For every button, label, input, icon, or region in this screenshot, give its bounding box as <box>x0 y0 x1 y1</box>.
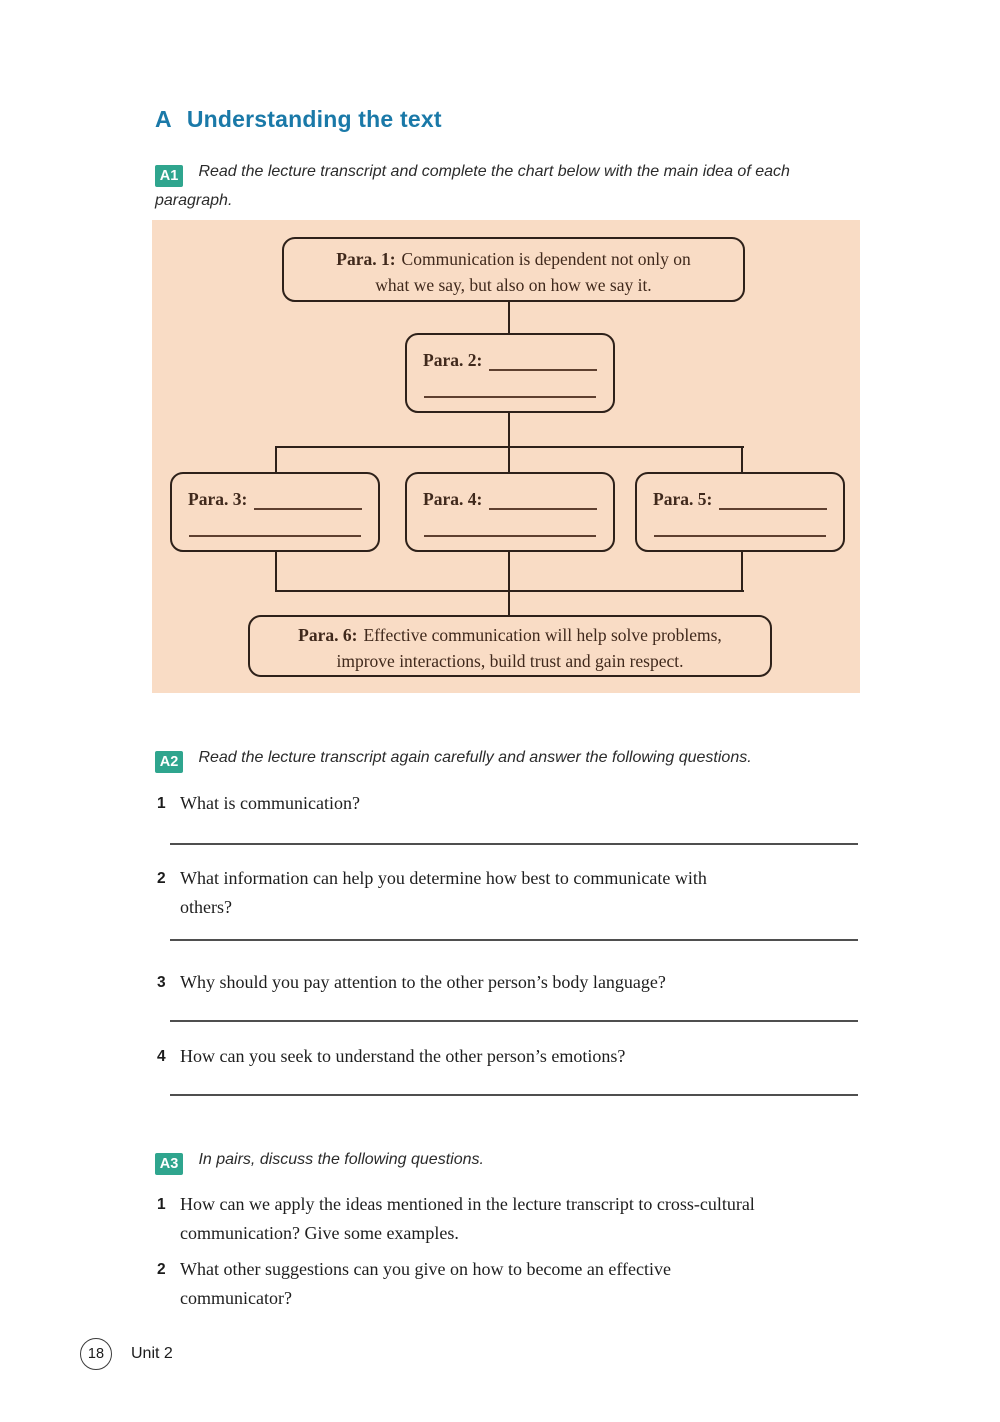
question-number: 2 <box>157 1261 166 1278</box>
para5-blank-2[interactable] <box>654 535 826 537</box>
para3-box: Para. 3: <box>170 472 380 552</box>
para2-blank-2[interactable] <box>424 396 596 398</box>
answer-blank-line-3[interactable] <box>170 1020 858 1022</box>
a1-instruction-line2: paragraph. <box>155 192 233 209</box>
page-number-badge: 18 <box>80 1338 112 1370</box>
a2-section-header: A2 Read the lecture transcript again car… <box>155 744 895 773</box>
question-text: communicator? <box>180 1288 292 1308</box>
para6-line1: Para. 6:Effective communication will hel… <box>298 625 722 645</box>
answer-blank-line-2[interactable] <box>170 939 858 941</box>
a1-instruction-line1: Read the lecture transcript and complete… <box>198 163 790 180</box>
para2-label: Para. 2: <box>423 350 483 370</box>
connector-line <box>741 552 743 592</box>
connector-line <box>508 302 510 333</box>
para2-box: Para. 2: <box>405 333 615 413</box>
para1-box: Para. 1:Communication is dependent not o… <box>282 237 745 302</box>
answer-blank-line-1[interactable] <box>170 843 858 845</box>
question-number: 3 <box>157 974 166 991</box>
unit-label: Unit 2 <box>131 1345 173 1362</box>
para3-blank-2[interactable] <box>189 535 361 537</box>
a2-question-1: 1 What is communication? <box>157 789 360 818</box>
para3-blank-1[interactable] <box>254 487 362 510</box>
para1-label: Para. 1: <box>336 249 396 269</box>
flowchart-panel: Para. 1:Communication is dependent not o… <box>152 220 860 693</box>
connector-line <box>508 552 510 615</box>
section-title: A Understanding the text <box>155 106 442 133</box>
connector-line <box>508 446 510 473</box>
para6-box: Para. 6:Effective communication will hel… <box>248 615 772 677</box>
connector-line <box>276 446 744 448</box>
para5-label: Para. 5: <box>653 489 713 509</box>
question-text: others? <box>180 897 232 917</box>
a1-section-header: A1 Read the lecture transcript and compl… <box>155 158 869 214</box>
a2-instruction: Read the lecture transcript again carefu… <box>198 749 752 766</box>
question-number: 1 <box>157 795 166 812</box>
a3-badge: A3 <box>155 1153 183 1175</box>
a3-instruction: In pairs, discuss the following question… <box>198 1151 484 1168</box>
para6-line2: improve interactions, build trust and ga… <box>336 651 684 671</box>
para6-label: Para. 6: <box>298 625 358 645</box>
question-text: Why should you pay attention to the othe… <box>180 972 666 992</box>
para4-label: Para. 4: <box>423 489 483 509</box>
question-number: 4 <box>157 1048 166 1065</box>
answer-blank-line-4[interactable] <box>170 1094 858 1096</box>
question-text: communication? Give some examples. <box>180 1223 459 1243</box>
section-title-text: Understanding the text <box>186 106 442 132</box>
connector-line <box>275 446 277 473</box>
connector-line <box>275 552 277 592</box>
connector-line <box>276 590 744 592</box>
para4-box: Para. 4: <box>405 472 615 552</box>
a3-section-header: A3 In pairs, discuss the following quest… <box>155 1146 895 1175</box>
para1-line1: Para. 1:Communication is dependent not o… <box>336 249 691 269</box>
connector-line <box>741 446 743 473</box>
a2-question-3: 3 Why should you pay attention to the oth… <box>157 968 666 997</box>
question-text: What other suggestions can you give on h… <box>180 1259 672 1279</box>
section-letter: A <box>155 106 172 132</box>
para4-blank-2[interactable] <box>424 535 596 537</box>
a3-question-1: 1 How can we apply the ideas mentioned in… <box>157 1190 755 1248</box>
question-text: How can we apply the ideas mentioned in … <box>180 1194 755 1214</box>
question-text: What is communication? <box>180 793 360 813</box>
para4-blank-1[interactable] <box>489 487 597 510</box>
para5-box: Para. 5: <box>635 472 845 552</box>
connector-line <box>508 413 510 447</box>
a2-question-2: 2 What information can help you determine… <box>157 864 707 922</box>
para5-blank-1[interactable] <box>719 487 827 510</box>
question-number: 2 <box>157 870 166 887</box>
para2-blank-1[interactable] <box>489 348 597 371</box>
para1-line2: what we say, but also on how we say it. <box>375 275 652 295</box>
para3-label: Para. 3: <box>188 489 248 509</box>
a3-question-2: 2 What other suggestions can you give on … <box>157 1255 671 1313</box>
a2-badge: A2 <box>155 751 183 773</box>
question-text: What information can help you determine … <box>180 868 707 888</box>
question-number: 1 <box>157 1196 166 1213</box>
a1-badge: A1 <box>155 165 183 187</box>
question-text: How can you seek to understand the other… <box>180 1046 626 1066</box>
a2-question-4: 4 How can you seek to understand the othe… <box>157 1042 625 1071</box>
